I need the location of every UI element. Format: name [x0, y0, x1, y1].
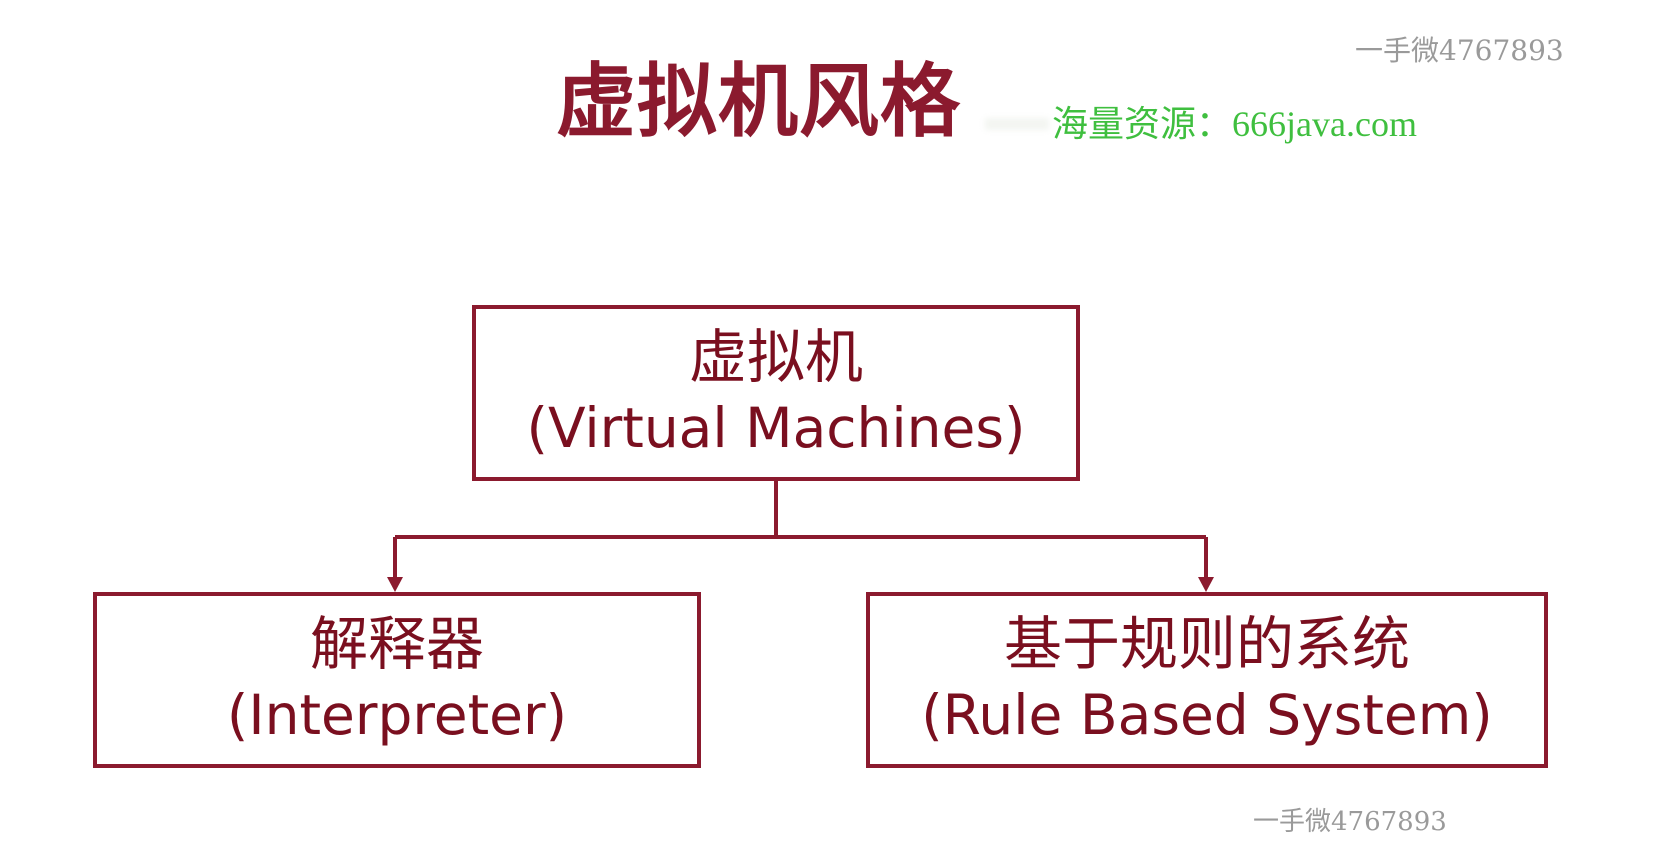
node-rule-based-system-label-en: (Rule Based System): [921, 683, 1493, 747]
arrowhead-left: [387, 577, 403, 592]
ad-smudge: [985, 118, 1049, 130]
node-rule-based-system: 基于规则的系统 (Rule Based System): [866, 592, 1548, 768]
ad-banner-text: 海量资源：666java.com: [1052, 104, 1417, 144]
node-interpreter-label-zh: 解释器: [309, 610, 484, 678]
watermark-top: 一手微4767893: [1355, 34, 1564, 67]
watermark-bottom: 一手微4767893: [1253, 807, 1447, 837]
node-virtual-machines-label-en: (Virtual Machines): [526, 396, 1026, 460]
slide-title: 虚拟机风格: [556, 55, 961, 148]
node-virtual-machines-label-zh: 虚拟机: [688, 323, 863, 391]
node-virtual-machines: 虚拟机 (Virtual Machines): [472, 305, 1080, 481]
node-rule-based-system-label-zh: 基于规则的系统: [1003, 610, 1410, 678]
node-interpreter: 解释器 (Interpreter): [93, 592, 701, 768]
arrowhead-right: [1198, 577, 1214, 592]
node-interpreter-label-en: (Interpreter): [226, 683, 568, 747]
